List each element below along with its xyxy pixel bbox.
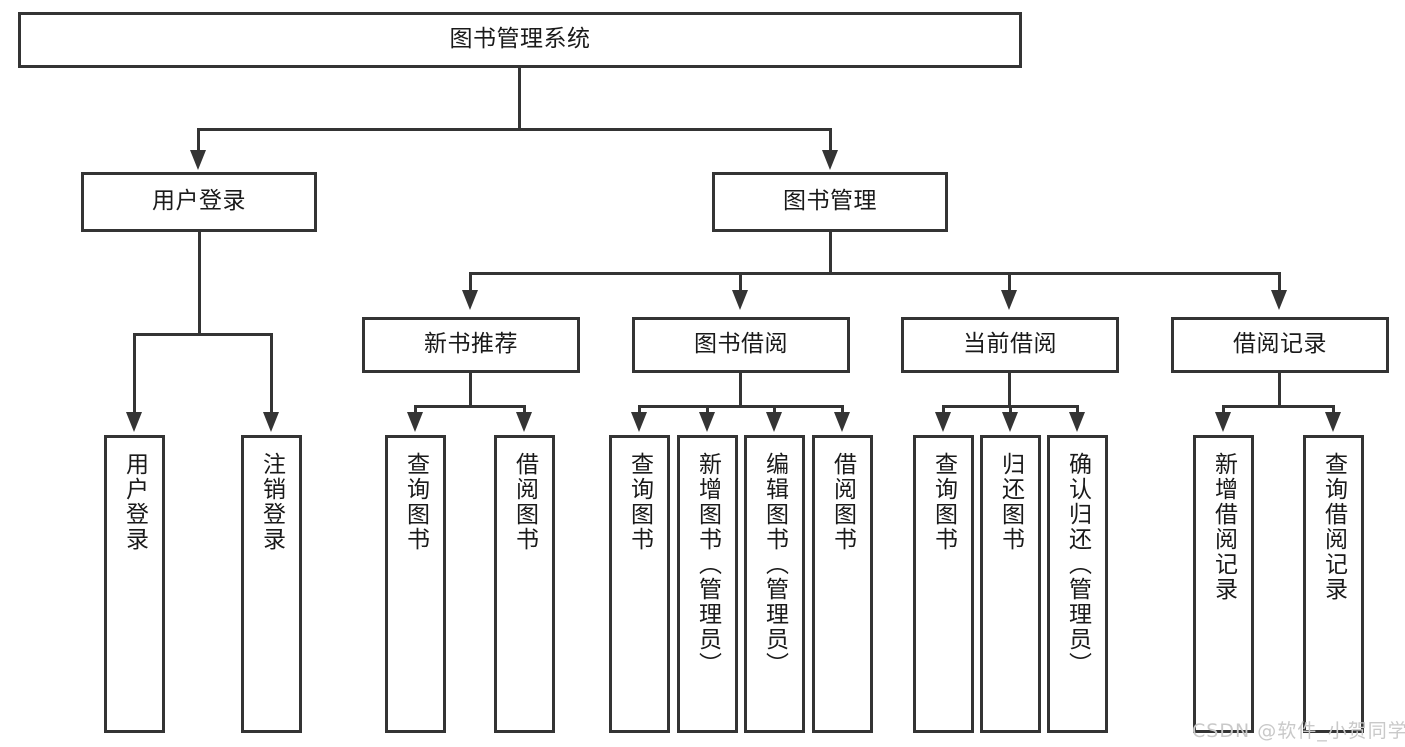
arrow-current-borrow-to-leaf-0 [935, 412, 951, 432]
arrow-root-to-book-mgmt [822, 150, 838, 170]
node-label: 确认归还（管理员） [1064, 452, 1091, 677]
node-label: 查询图书 [626, 452, 653, 552]
arrow-book-borrow-to-leaf-1 [699, 412, 715, 432]
connector-book-borrow-to-leaf-2 [773, 405, 776, 417]
connector-borrow-record-to-leaf-1 [1332, 405, 1335, 417]
connector-book-borrow-stem [739, 373, 742, 408]
arrow-borrow-record-to-leaf-1 [1325, 412, 1341, 432]
node-book-management[interactable]: 图书管理 [712, 172, 948, 232]
leaf-user-login-1[interactable]: 注销登录 [241, 435, 302, 733]
leaf-current-borrow-0[interactable]: 查询图书 [913, 435, 974, 733]
connector-book-mgmt-bar [469, 272, 1281, 275]
connector-user-login-stem [198, 232, 201, 335]
connector-new-book-to-leaf-0 [414, 405, 417, 417]
node-label: 图书管理 [783, 188, 877, 215]
connector-new-book-bar [414, 405, 526, 408]
node-label: 图书管理系统 [449, 26, 591, 53]
connector-book-borrow-bar [638, 405, 843, 408]
connector-user-login-to-leaf-0 [133, 333, 136, 417]
connector-borrow-record-stem [1278, 373, 1281, 408]
connector-book-mgmt-to-l3-0 [469, 272, 472, 294]
arrow-book-mgmt-to-l3-2 [1001, 290, 1017, 310]
node-current-borrow[interactable]: 当前借阅 [901, 317, 1119, 373]
node-label: 用户登录 [121, 452, 148, 552]
node-label: 查询图书 [930, 452, 957, 552]
leaf-borrow-record-0[interactable]: 新增借阅记录 [1193, 435, 1254, 733]
connector-current-borrow-to-leaf-2 [1076, 405, 1079, 417]
node-label: 归还图书 [997, 452, 1024, 552]
leaf-new-book-1[interactable]: 借阅图书 [494, 435, 555, 733]
node-label: 编辑图书（管理员） [761, 452, 788, 677]
connector-user-login-bar [133, 333, 272, 336]
node-root-system[interactable]: 图书管理系统 [18, 12, 1022, 68]
leaf-user-login-0[interactable]: 用户登录 [104, 435, 165, 733]
arrow-book-borrow-to-leaf-2 [766, 412, 782, 432]
node-label: 新增借阅记录 [1210, 452, 1237, 602]
arrow-book-mgmt-to-l3-1 [732, 290, 748, 310]
arrow-root-to-user-login [190, 150, 206, 170]
leaf-book-borrow-2[interactable]: 编辑图书（管理员） [744, 435, 805, 733]
connector-root-stem [518, 68, 521, 130]
node-user-login[interactable]: 用户登录 [81, 172, 317, 232]
node-label: 借阅图书 [829, 452, 856, 552]
arrow-book-borrow-to-leaf-0 [631, 412, 647, 432]
arrow-current-borrow-to-leaf-2 [1069, 412, 1085, 432]
connector-current-borrow-stem [1008, 373, 1011, 408]
connector-current-borrow-to-leaf-1 [1009, 405, 1012, 417]
connector-book-borrow-to-leaf-0 [638, 405, 641, 417]
leaf-current-borrow-2[interactable]: 确认归还（管理员） [1047, 435, 1108, 733]
connector-borrow-record-bar [1222, 405, 1335, 408]
arrow-book-mgmt-to-l3-0 [462, 290, 478, 310]
arrow-book-borrow-to-leaf-3 [834, 412, 850, 432]
connector-book-borrow-to-leaf-1 [706, 405, 709, 417]
connector-current-borrow-to-leaf-0 [942, 405, 945, 417]
node-new-book-recommend[interactable]: 新书推荐 [362, 317, 580, 373]
arrow-new-book-to-leaf-0 [407, 412, 423, 432]
leaf-book-borrow-1[interactable]: 新增图书（管理员） [677, 435, 738, 733]
connector-user-login-to-leaf-1 [270, 333, 273, 417]
leaf-new-book-0[interactable]: 查询图书 [385, 435, 446, 733]
node-label: 新增图书（管理员） [694, 452, 721, 677]
connector-book-mgmt-to-l3-1 [739, 272, 742, 294]
leaf-current-borrow-1[interactable]: 归还图书 [980, 435, 1041, 733]
arrow-new-book-to-leaf-1 [516, 412, 532, 432]
arrow-user-login-to-leaf-1 [263, 412, 279, 432]
connector-borrow-record-to-leaf-0 [1222, 405, 1225, 417]
csdn-watermark: CSDN @软件_小贺同学 [1192, 720, 1405, 742]
node-label: 借阅图书 [511, 452, 538, 552]
node-label: 当前借阅 [963, 331, 1057, 358]
connector-book-mgmt-stem [829, 232, 832, 274]
leaf-borrow-record-1[interactable]: 查询借阅记录 [1303, 435, 1364, 733]
connector-book-mgmt-to-l3-3 [1278, 272, 1281, 294]
connector-root-to-book-mgmt [829, 128, 832, 156]
connector-new-book-stem [469, 373, 472, 408]
leaf-book-borrow-0[interactable]: 查询图书 [609, 435, 670, 733]
node-label: 用户登录 [152, 188, 246, 215]
node-label: 查询图书 [402, 452, 429, 552]
connector-book-mgmt-to-l3-2 [1008, 272, 1011, 294]
arrow-user-login-to-leaf-0 [126, 412, 142, 432]
arrow-current-borrow-to-leaf-1 [1002, 412, 1018, 432]
connector-root-bar [197, 128, 832, 131]
arrow-book-mgmt-to-l3-3 [1271, 290, 1287, 310]
node-borrow-record[interactable]: 借阅记录 [1171, 317, 1389, 373]
node-book-borrow[interactable]: 图书借阅 [632, 317, 850, 373]
leaf-book-borrow-3[interactable]: 借阅图书 [812, 435, 873, 733]
node-label: 借阅记录 [1233, 331, 1327, 358]
connector-root-to-user-login [197, 128, 200, 156]
node-label: 查询借阅记录 [1320, 452, 1347, 602]
connector-book-borrow-to-leaf-3 [841, 405, 844, 417]
connector-new-book-to-leaf-1 [523, 405, 526, 417]
node-label: 注销登录 [258, 452, 285, 552]
arrow-borrow-record-to-leaf-0 [1215, 412, 1231, 432]
node-label: 新书推荐 [424, 331, 518, 358]
node-label: 图书借阅 [694, 331, 788, 358]
